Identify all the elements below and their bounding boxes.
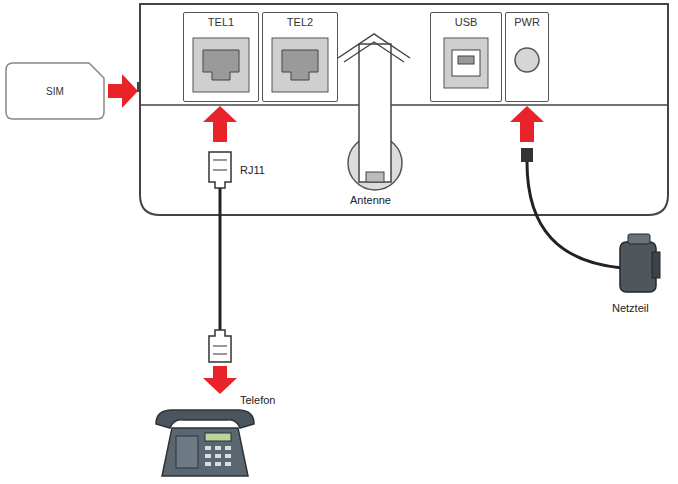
power-supply (521, 148, 660, 292)
port-box: USB (430, 12, 502, 102)
insert-arrow (108, 74, 138, 108)
usb-jack (444, 38, 488, 88)
port-box: TEL1 (183, 12, 259, 102)
port-box: TEL2 (262, 12, 338, 102)
sim-card: SIM (5, 62, 105, 120)
connector-label: RJ11 (240, 164, 265, 177)
insert-arrow (203, 106, 237, 142)
part-label: Telefon (240, 394, 275, 407)
port-box: PWR (505, 12, 549, 102)
part-label: Netzteil (612, 302, 649, 315)
insert-arrow (510, 106, 544, 142)
telephone (156, 410, 254, 476)
port-label: TEL1 (184, 16, 258, 29)
tel1-jack (193, 38, 249, 92)
rj11-cable (209, 152, 231, 362)
antenna (338, 34, 410, 190)
tel2-jack (272, 38, 328, 92)
power-jack (515, 48, 539, 72)
sim-slot (137, 82, 141, 92)
panel-line (140, 104, 668, 106)
insert-arrow (203, 366, 237, 394)
port-label: PWR (506, 16, 548, 29)
device-housing (140, 4, 668, 215)
port-label: TEL2 (263, 16, 337, 29)
part-label: Antenne (350, 194, 391, 207)
card-label: SIM (46, 85, 64, 98)
port-label: USB (431, 16, 501, 29)
